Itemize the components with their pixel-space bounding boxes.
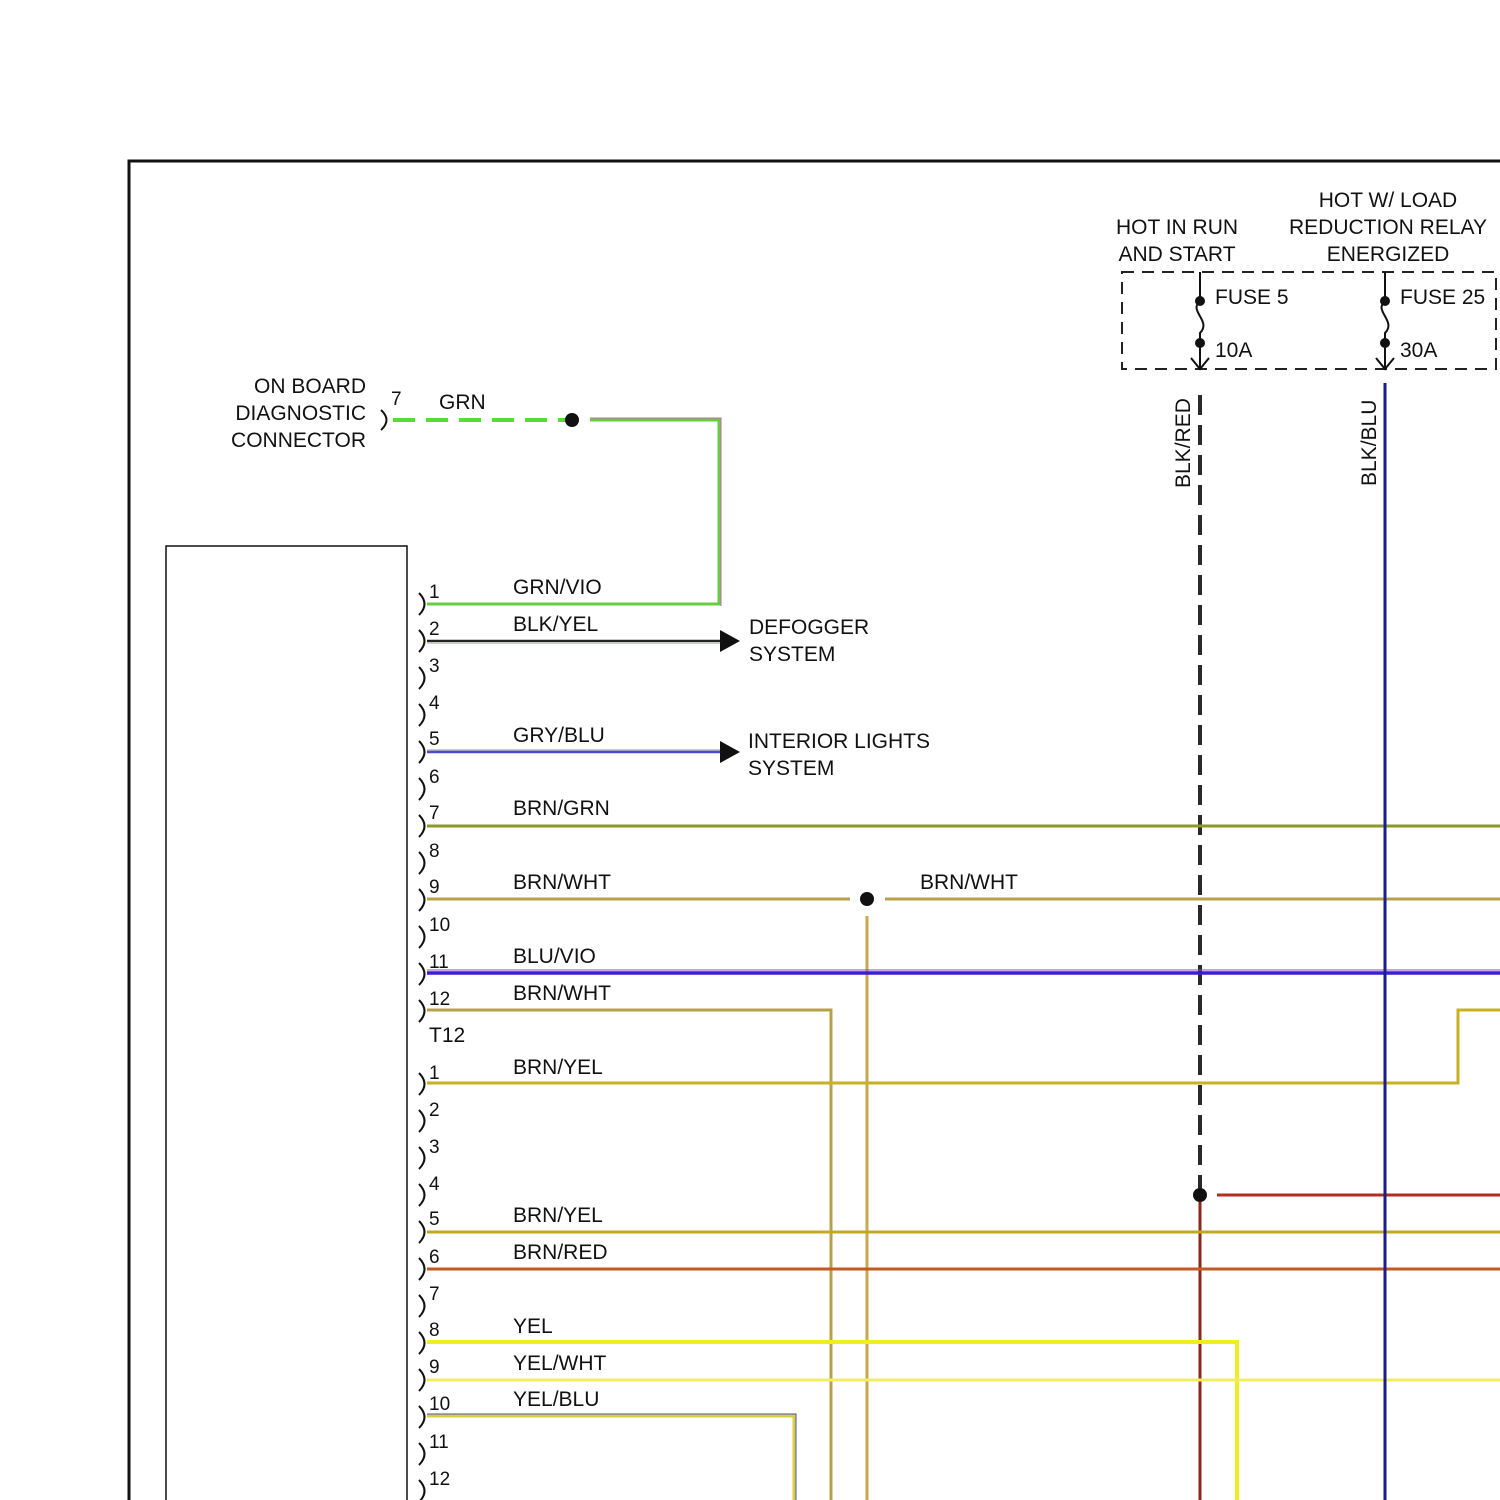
pin-b-7: 7 xyxy=(429,1284,440,1305)
pin-b-10: 10 xyxy=(429,1394,450,1415)
pin-a-10: 10 xyxy=(429,915,450,936)
pin-brackets xyxy=(419,593,425,1500)
pin-a-1: 1 xyxy=(429,582,440,603)
wire-a9-label: BRN/WHT xyxy=(513,871,611,894)
pin-bracket-a-10 xyxy=(419,926,425,948)
pin-b-12: 12 xyxy=(429,1469,450,1490)
pin-b-4: 4 xyxy=(429,1174,440,1195)
wire-b8-label: YEL xyxy=(513,1315,553,1338)
interior-label-line2: SYSTEM xyxy=(748,757,834,780)
pin-bracket-a-2 xyxy=(419,630,425,652)
pin-b-1: 1 xyxy=(429,1063,440,1084)
pin-b-2: 2 xyxy=(429,1100,440,1121)
defogger-arrow xyxy=(720,630,740,652)
wire-a2-label: BLK/YEL xyxy=(513,613,598,636)
fuse-5-name: FUSE 5 xyxy=(1215,286,1289,309)
splice-grn xyxy=(565,413,579,427)
pin-bracket-b-1 xyxy=(419,1073,425,1095)
splice-brn-wht xyxy=(860,892,874,906)
pin-b-3: 3 xyxy=(429,1137,440,1158)
wire-b5-label: BRN/YEL xyxy=(513,1204,603,1227)
obd-pin-symbol xyxy=(381,410,387,430)
pin-a-6: 6 xyxy=(429,767,440,788)
wire-blk-red-label: BLK/RED xyxy=(1172,398,1195,488)
obd-label-line1: ON BOARD xyxy=(254,375,366,398)
wire-a11-label: BLU/VIO xyxy=(513,945,596,968)
pin-a-5: 5 xyxy=(429,729,440,750)
interior-lights-arrow xyxy=(720,741,740,763)
fuse-25-rating: 30A xyxy=(1400,339,1437,362)
splice-blk-red xyxy=(1193,1188,1207,1202)
obd-wire-label: GRN xyxy=(439,391,486,414)
pin-bracket-a-5 xyxy=(419,741,425,763)
pin-b-11: 11 xyxy=(429,1432,449,1453)
pin-bracket-b-4 xyxy=(419,1184,425,1206)
defogger-label-line1: DEFOGGER xyxy=(749,616,869,639)
wire-b9-label: YEL/WHT xyxy=(513,1352,607,1375)
pin-b-6: 6 xyxy=(429,1247,440,1268)
hot-w-load-label-line2: REDUCTION RELAY xyxy=(1289,216,1487,239)
pin-b-5: 5 xyxy=(429,1209,440,1230)
hot-w-load-label-line1: HOT W/ LOAD xyxy=(1319,189,1457,212)
pin-bracket-b-9 xyxy=(419,1369,425,1391)
wire-blk-blu-label: BLK/BLU xyxy=(1358,400,1381,486)
hot-w-load-label-line3: ENERGIZED xyxy=(1327,243,1450,266)
pin-bracket-a-3 xyxy=(419,667,425,689)
pin-bracket-a-6 xyxy=(419,778,425,800)
wire-yel-blu-stripe xyxy=(427,1414,796,1500)
pin-bracket-a-9 xyxy=(419,889,425,911)
obd-label-line2: DIAGNOSTIC xyxy=(235,402,366,425)
pin-bracket-a-4 xyxy=(419,704,425,726)
fuse-5-rating: 10A xyxy=(1215,339,1252,362)
pin-bracket-b-3 xyxy=(419,1147,425,1169)
connector-b-name: T12 xyxy=(429,1024,465,1047)
pin-bracket-b-5 xyxy=(419,1221,425,1243)
pin-bracket-a-1 xyxy=(419,593,425,615)
pin-bracket-b-11 xyxy=(419,1443,425,1465)
pin-bracket-b-10 xyxy=(419,1406,425,1428)
control-module-box xyxy=(166,546,407,1500)
obd-pin-number: 7 xyxy=(391,389,402,410)
pin-a-3: 3 xyxy=(429,656,440,677)
pin-bracket-b-2 xyxy=(419,1110,425,1132)
pin-bracket-b-6 xyxy=(419,1258,425,1280)
obd-label-line3: CONNECTOR xyxy=(231,429,366,452)
pin-a-12: 12 xyxy=(429,989,450,1010)
pin-bracket-a-7 xyxy=(419,815,425,837)
wire-a5-label: GRY/BLU xyxy=(513,724,605,747)
pin-bracket-b-12 xyxy=(419,1480,425,1500)
pin-bracket-a-11 xyxy=(419,963,425,985)
pin-a-4: 4 xyxy=(429,693,440,714)
wire-a1-label: GRN/VIO xyxy=(513,576,602,599)
wire-b6-label: BRN/RED xyxy=(513,1241,608,1264)
wire-a7-label: BRN/GRN xyxy=(513,797,610,820)
pin-a-7: 7 xyxy=(429,803,440,824)
pin-a-9: 9 xyxy=(429,877,440,898)
pin-b-9: 9 xyxy=(429,1357,440,1378)
wire-yel-blu xyxy=(427,1416,794,1500)
defogger-label-line2: SYSTEM xyxy=(749,643,835,666)
pin-bracket-a-8 xyxy=(419,852,425,874)
pin-bracket-b-7 xyxy=(419,1295,425,1317)
hot-in-run-label-line2: AND START xyxy=(1118,243,1235,266)
fuse-25 xyxy=(1376,272,1394,369)
wire-a12-label: BRN/WHT xyxy=(513,982,611,1005)
wire-b10-label: YEL/BLU xyxy=(513,1388,599,1411)
interior-label-line1: INTERIOR LIGHTS xyxy=(748,730,930,753)
fuse-5 xyxy=(1191,272,1209,369)
pin-a-8: 8 xyxy=(429,841,440,862)
wire-grn-vio-stripe xyxy=(590,418,721,606)
hot-in-run-label-line1: HOT IN RUN xyxy=(1116,216,1238,239)
pin-a-2: 2 xyxy=(429,619,440,640)
pin-b-8: 8 xyxy=(429,1320,440,1341)
pin-bracket-b-8 xyxy=(419,1332,425,1354)
pin-bracket-a-12 xyxy=(419,1000,425,1022)
diagram-frame xyxy=(129,161,1500,1500)
wire-b1-label: BRN/YEL xyxy=(513,1056,603,1079)
splice-label: BRN/WHT xyxy=(920,871,1018,894)
fuse-25-name: FUSE 25 xyxy=(1400,286,1485,309)
